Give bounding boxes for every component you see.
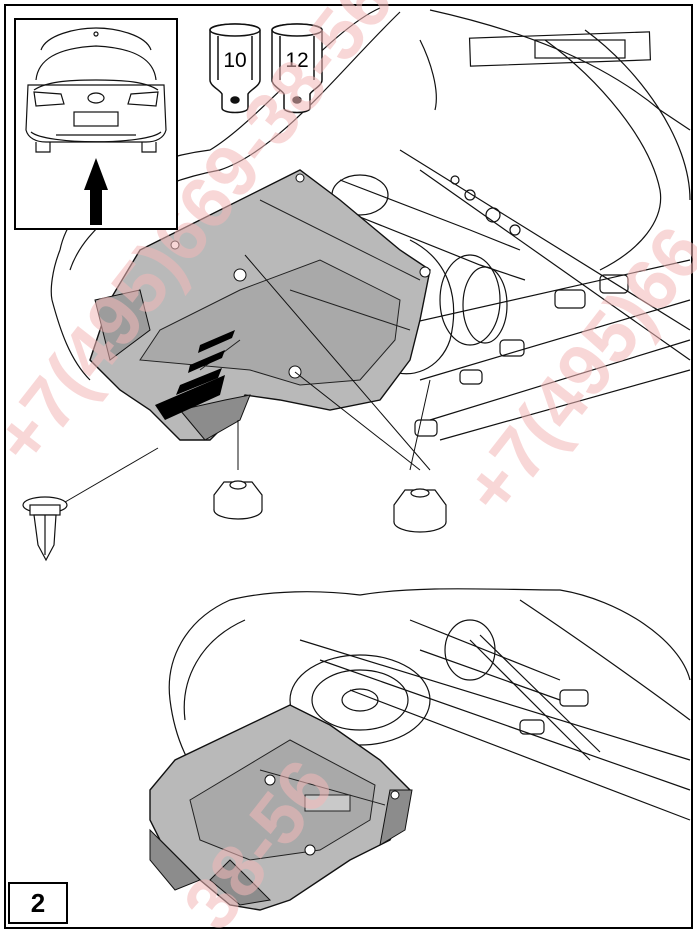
socket-12 — [271, 23, 323, 114]
socket-10 — [209, 23, 261, 114]
flange-nut-center — [213, 480, 263, 520]
underbody-shield-installed — [149, 704, 413, 911]
socket-label-10: 10 — [223, 49, 246, 72]
car-underbody-top — [50, 7, 691, 441]
watermark-text-right: +7(495)66 — [447, 211, 697, 530]
car-rear-view — [25, 27, 167, 225]
step-number: 2 — [8, 882, 68, 924]
underbody-shield-top — [89, 169, 431, 441]
direction-arrow-icon — [84, 158, 108, 225]
socket-label-12: 12 — [285, 49, 308, 72]
push-clip — [22, 496, 68, 562]
rear-view-inset — [14, 18, 178, 230]
leader-lines — [59, 254, 431, 506]
diagram-frame — [4, 4, 693, 929]
car-underbody-bottom — [168, 588, 691, 821]
flange-nut-right — [393, 488, 447, 533]
